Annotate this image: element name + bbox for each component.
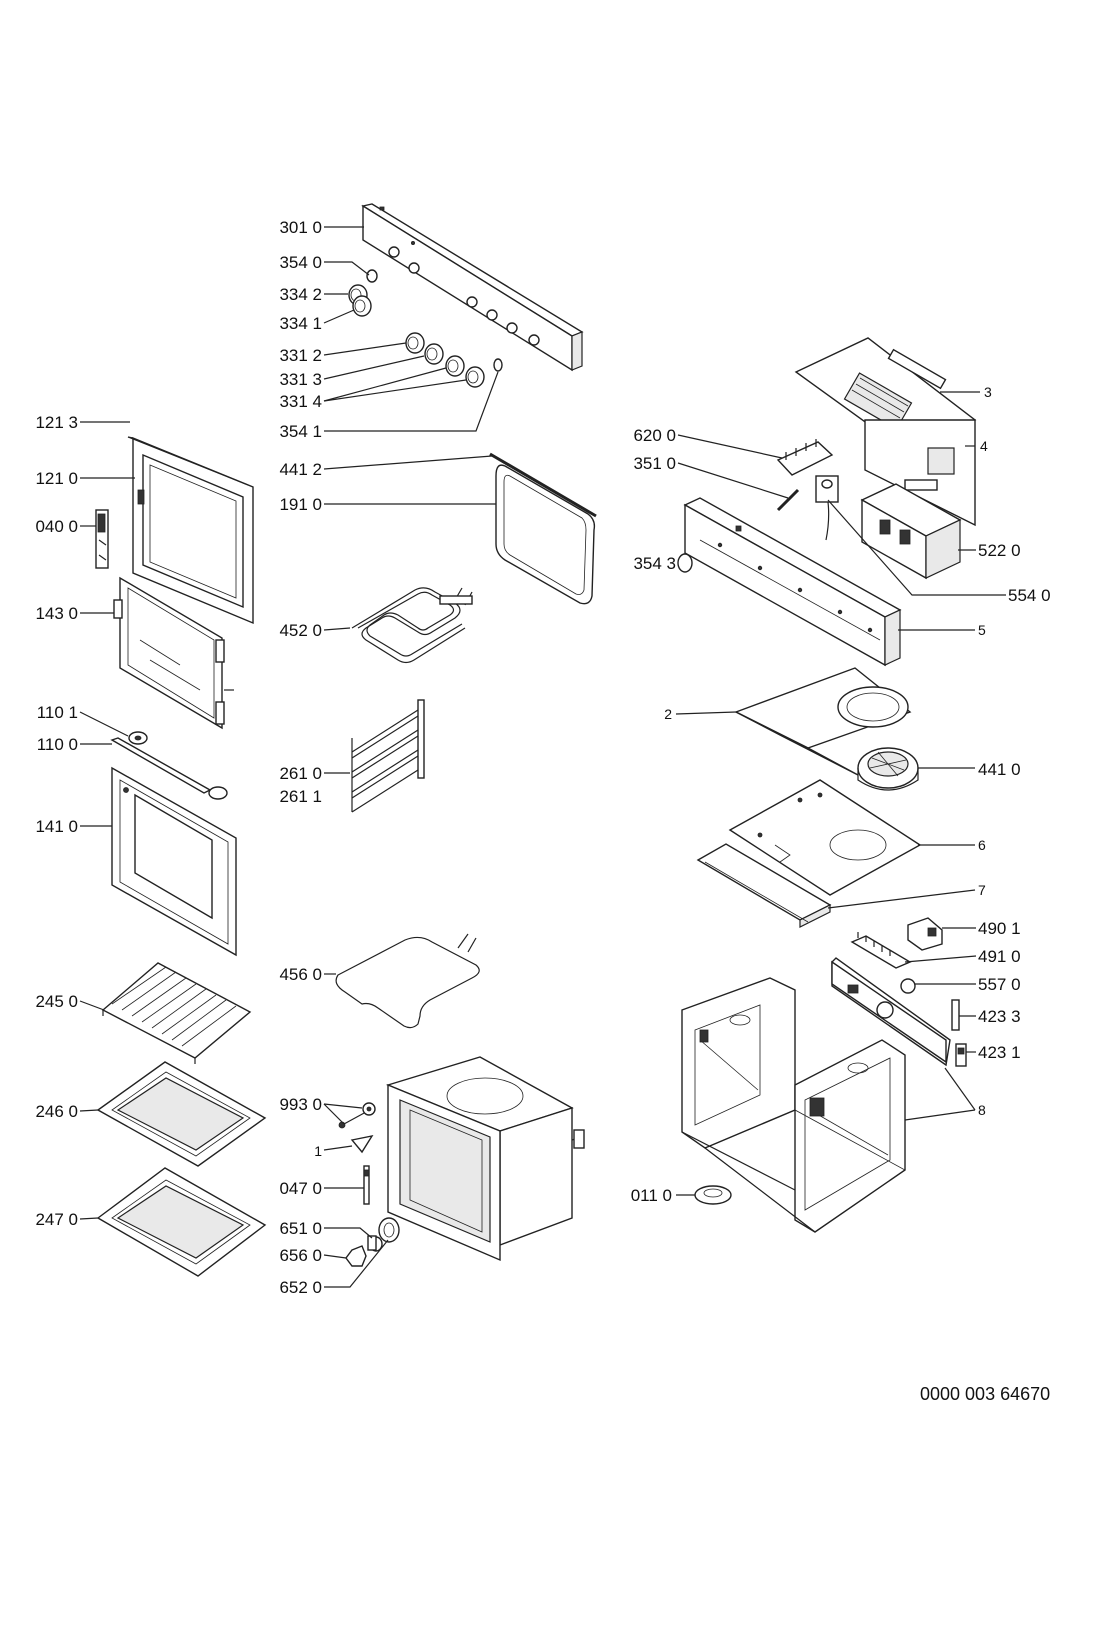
callout-1100: 110 0 — [37, 735, 78, 754]
part-front-beam — [683, 497, 902, 667]
callout-2450: 245 0 — [35, 992, 78, 1011]
callout-0400: 040 0 — [35, 517, 78, 536]
part-inner-glass — [113, 576, 234, 730]
callout-4560: 456 0 — [279, 965, 322, 984]
part-button-3540 — [366, 269, 378, 283]
callout-2: 2 — [664, 706, 672, 722]
part-thermostat — [815, 475, 839, 541]
callout-1910: 191 0 — [279, 495, 322, 514]
part-inner-door-frame — [127, 436, 254, 625]
part-lower-plate — [696, 843, 832, 928]
part-rear-panel — [734, 667, 912, 776]
part-baking-tray — [96, 1061, 267, 1167]
callout-3342: 334 2 — [279, 285, 322, 304]
callout-3314: 331 4 — [279, 392, 322, 411]
callout-9930: 993 0 — [279, 1095, 322, 1114]
callout-2460: 246 0 — [35, 1102, 78, 1121]
callout-6520: 652 0 — [279, 1278, 322, 1297]
callout-6510: 651 0 — [279, 1219, 322, 1238]
callout-3543: 354 3 — [633, 554, 676, 573]
part-foot — [694, 1185, 732, 1205]
part-switch-block — [860, 483, 962, 580]
part-grill-element — [351, 587, 473, 664]
callout-4901: 490 1 — [978, 919, 1021, 938]
callout-6560: 656 0 — [279, 1246, 322, 1265]
callout-4910: 491 0 — [978, 947, 1021, 966]
part-oven-cavity — [385, 1056, 585, 1262]
part-shelf-guides — [351, 699, 425, 813]
callout-labels: 301 0 354 0 334 2 334 1 331 2 331 3 331 … — [35, 218, 1050, 1297]
part-chassis — [681, 977, 906, 1233]
callout-1101: 110 1 — [37, 703, 78, 722]
callout-2610: 261 0 — [279, 764, 322, 783]
callout-3510: 351 0 — [633, 454, 676, 473]
callout-5: 5 — [978, 622, 986, 638]
callout-1: 1 — [314, 1143, 322, 1159]
part-deep-pan — [96, 1167, 267, 1277]
part-lamp-assembly — [345, 1217, 400, 1267]
callout-7: 7 — [978, 882, 986, 898]
part-fan — [857, 747, 919, 791]
part-door-clip-1101 — [128, 731, 148, 745]
part-outer-door — [111, 766, 237, 957]
part-knobs-331 — [405, 332, 503, 388]
callout-3: 3 — [984, 384, 992, 400]
part-button-3543 — [677, 553, 693, 573]
callout-4231: 423 1 — [978, 1043, 1021, 1062]
callout-1210: 121 0 — [35, 469, 78, 488]
callout-0110: 011 0 — [631, 1186, 672, 1205]
callout-4: 4 — [980, 438, 988, 454]
callout-8: 8 — [978, 1102, 986, 1118]
part-side-panel — [831, 957, 967, 1067]
part-oven-seal — [489, 452, 597, 605]
part-wire-shelf — [101, 962, 252, 1064]
part-knobs-334 — [348, 284, 372, 317]
callout-1430: 143 0 — [35, 604, 78, 623]
callout-3540: 354 0 — [279, 253, 322, 272]
part-screw-and-clip — [338, 1102, 376, 1154]
callout-4412: 441 2 — [279, 460, 322, 479]
part-plug-5570 — [900, 978, 916, 994]
part-4901 — [907, 917, 943, 951]
part-door-profile — [110, 737, 228, 800]
callout-3010: 301 0 — [279, 218, 322, 237]
callout-5540: 554 0 — [1008, 586, 1051, 605]
part-top-shield — [794, 337, 977, 527]
part-terminal-4910 — [850, 932, 912, 969]
callout-6200: 620 0 — [633, 426, 676, 445]
leader-lines — [79, 226, 1006, 1288]
callout-3541: 354 1 — [279, 422, 322, 441]
callout-5220: 522 0 — [978, 541, 1021, 560]
callout-1213: 121 3 — [35, 413, 78, 432]
callout-3341: 334 1 — [279, 314, 322, 333]
part-sensor-rod — [776, 488, 800, 512]
callout-4410: 441 0 — [978, 760, 1021, 779]
callout-3312: 331 2 — [279, 346, 322, 365]
callout-4520: 452 0 — [279, 621, 322, 640]
part-door-hinge — [95, 509, 109, 569]
callout-3313: 331 3 — [279, 370, 322, 389]
callout-0470: 047 0 — [279, 1179, 322, 1198]
callout-5570: 557 0 — [978, 975, 1021, 994]
callout-2611: 261 1 — [279, 787, 322, 806]
part-pin-0470 — [363, 1165, 370, 1205]
callout-1410: 141 0 — [35, 817, 78, 836]
part-connector-6200 — [776, 439, 834, 476]
callout-6: 6 — [978, 837, 986, 853]
callout-2470: 247 0 — [35, 1210, 78, 1229]
document-number: 0000 003 64670 — [920, 1384, 1051, 1404]
part-control-panel — [361, 203, 584, 372]
part-lower-element — [335, 933, 480, 1029]
callout-4233: 423 3 — [978, 1007, 1021, 1026]
